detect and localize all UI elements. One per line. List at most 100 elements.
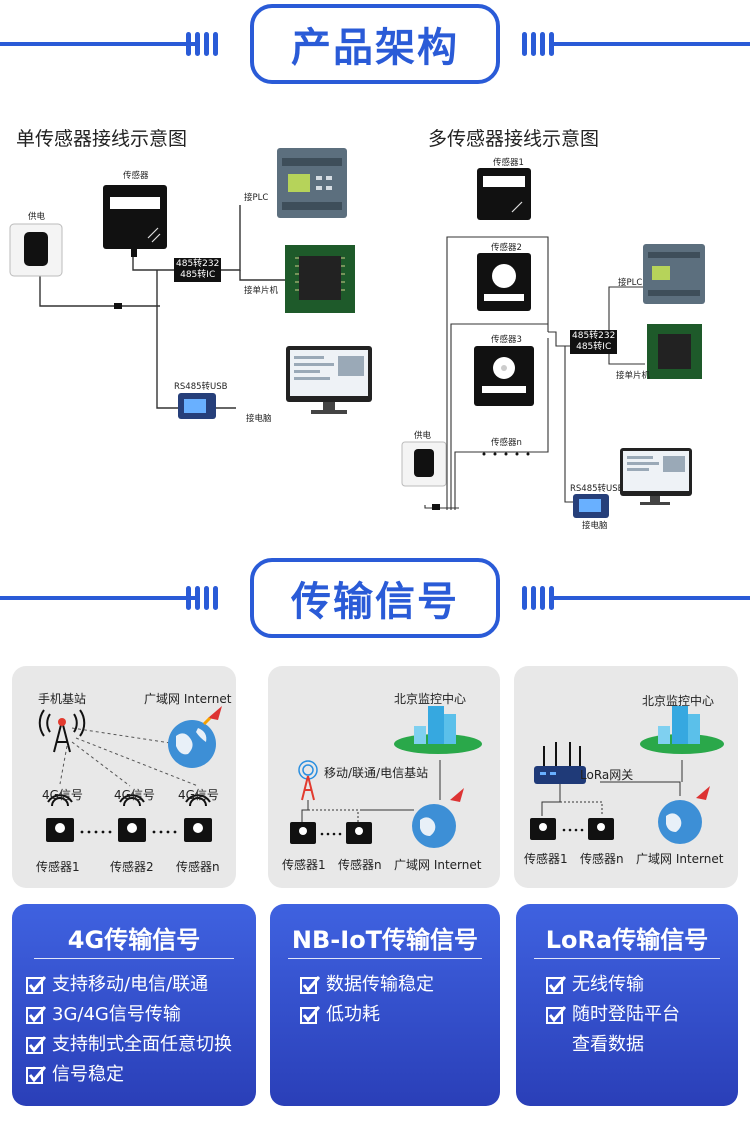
info-lora-item: 随时登陆平台: [546, 1000, 680, 1030]
gateway-icon: [534, 742, 586, 784]
card-nb-base-label: 移动/联通/电信基站: [324, 766, 429, 780]
check-icon: [300, 1006, 320, 1024]
header2-line-right: [550, 596, 750, 600]
multi-conv-line1: 485转232: [572, 331, 616, 341]
single-converter-box: 485转232 485转IC: [174, 258, 222, 282]
multi-rs485usb-label: RS485转USB: [570, 484, 624, 494]
transmission-header: 传输信号: [0, 556, 750, 640]
card-lora-graphics: [530, 706, 724, 844]
globe-icon: [168, 720, 216, 768]
multi-plc-device: [643, 244, 705, 304]
lora-city-icon: [640, 706, 724, 754]
single-plc-label: 接PLC: [244, 193, 269, 203]
card-lora-gateway-label: LoRa网关: [580, 768, 634, 782]
info-4g-item: 支持制式全面任意切换: [26, 1030, 232, 1060]
multi-sensor2-label: 传感器2: [491, 243, 522, 253]
info-4g-item: 支持移动/电信/联通: [26, 970, 232, 1000]
card-nb-graphics: [290, 706, 482, 848]
info-lora-item: 无线传输: [546, 970, 680, 1000]
header2-line-left: [0, 596, 200, 600]
card-lora-s1: 传感器1: [524, 852, 568, 866]
card-lora-diagram: 北京监控中心 LoRa网关 传感器1 传感器n 广域网 Internet: [514, 666, 738, 888]
multi-sensor3-label: 传感器3: [491, 335, 522, 345]
base-tower-icon: [298, 760, 318, 801]
multi-power-socket: [401, 441, 447, 487]
card-lora-center-label: 北京监控中心: [642, 694, 715, 708]
check-icon: [26, 1066, 46, 1084]
header-bars-left: [186, 32, 218, 56]
tower-icon: [38, 709, 86, 753]
architecture-header: 产品架构: [0, 2, 750, 86]
single-pc-label: 接电脑: [246, 414, 272, 424]
multi-sensor-2: [477, 253, 531, 311]
header-line-left: [0, 42, 200, 46]
lora-rocket-icon: [696, 786, 710, 800]
info-4g-list: 支持移动/电信/联通 3G/4G信号传输 支持制式全面任意切换 信号稳定: [26, 970, 232, 1090]
single-plc-device: [277, 148, 347, 218]
card-nb-diagram: 北京监控中心 移动/联通/电信基站 传感器1 传感器n 广域网 Internet: [268, 666, 500, 888]
multi-sensor-1: [477, 168, 531, 220]
check-icon: [546, 976, 566, 994]
multi-mcu-board: [647, 324, 702, 379]
multi-sensor1-label: 传感器1: [493, 158, 524, 168]
info-lora: LoRa传输信号 无线传输 随时登陆平台 查看数据: [516, 904, 738, 1106]
single-sensor-device: [103, 185, 167, 257]
info-4g: 4G传输信号 支持移动/电信/联通 3G/4G信号传输 支持制式全面任意切换 信…: [12, 904, 256, 1106]
card-nb-wan: 广域网 Internet: [394, 858, 482, 872]
card-4g-sig1: 4G信号: [42, 788, 83, 802]
transmission-title: 传输信号: [250, 558, 500, 638]
info-4g-title: 4G传输信号: [67, 926, 201, 954]
card-4g-wan-label: 广域网 Internet: [144, 692, 232, 706]
card-4g-graphics: [38, 706, 222, 842]
info-4g-item: 信号稳定: [26, 1060, 232, 1090]
card-nb-s1: 传感器1: [282, 858, 326, 872]
multi-sensor-dots: [482, 452, 530, 456]
single-mcu-label: 接单片机: [244, 286, 279, 296]
card-4g-s2: 传感器2: [110, 860, 154, 874]
card-4g-s1: 传感器1: [36, 860, 80, 874]
card-4g-sig2: 4G信号: [114, 788, 155, 802]
card-lora-wan: 广域网 Internet: [636, 852, 724, 866]
info-lora-list: 无线传输 随时登陆平台 查看数据: [546, 970, 680, 1060]
check-icon: [26, 1036, 46, 1054]
header-line-right: [550, 42, 750, 46]
single-rs485-usb-dongle: [178, 393, 216, 419]
nb-rocket-icon: [450, 788, 464, 802]
multi-sensorn-label: 传感器n: [491, 438, 522, 448]
city-icon: [394, 706, 482, 754]
card-4g-base-label: 手机基站: [38, 692, 87, 706]
single-diagram-title: 单传感器接线示意图: [16, 128, 188, 150]
multi-plug: [432, 504, 440, 510]
multi-plc-label: 接PLC: [618, 278, 643, 288]
multi-sensor-3: [474, 346, 534, 406]
architecture-title: 产品架构: [250, 4, 500, 84]
info-lora-item: 查看数据: [572, 1034, 644, 1055]
multi-mcu-label: 接单片机: [616, 371, 651, 381]
lora-globe-icon: [658, 800, 702, 844]
multi-conv-line2: 485转IC: [576, 342, 612, 352]
info-nbiot-list: 数据传输稳定 低功耗: [300, 970, 434, 1030]
single-pc-monitor: [286, 346, 372, 414]
check-icon: [546, 1006, 566, 1024]
check-icon: [26, 976, 46, 994]
multi-diagram-title: 多传感器接线示意图: [428, 128, 600, 150]
card-lora-sn: 传感器n: [580, 852, 624, 866]
single-power-socket: [9, 223, 63, 277]
header2-bars-left: [186, 586, 218, 610]
check-icon: [26, 1006, 46, 1024]
multi-pc-label: 接电脑: [582, 521, 608, 531]
multi-pc-monitor: [620, 448, 692, 505]
card-nb-sn: 传感器n: [338, 858, 382, 872]
rocket-icon: [202, 706, 222, 726]
multi-power-label: 供电: [414, 431, 432, 441]
single-rs485usb-label: RS485转USB: [174, 382, 228, 392]
wiring-lines: [9, 148, 705, 518]
info-4g-item: 3G/4G信号传输: [26, 1000, 232, 1030]
card-4g-sn: 传感器n: [176, 860, 220, 874]
card-nb-center-label: 北京监控中心: [394, 692, 467, 706]
info-nbiot-item: 低功耗: [300, 1000, 434, 1030]
wiring-diagrams: 单传感器接线示意图 多传感器接线示意图 传感器 供电 接PLC 接单片机 485…: [0, 110, 750, 550]
card-4g-sig3: 4G信号: [178, 788, 219, 802]
nb-globe-icon: [412, 804, 456, 848]
card-4g-diagram: 手机基站 广域网 Internet 4G信号 4G信号 4G信号 传感器1 传感…: [12, 666, 236, 888]
